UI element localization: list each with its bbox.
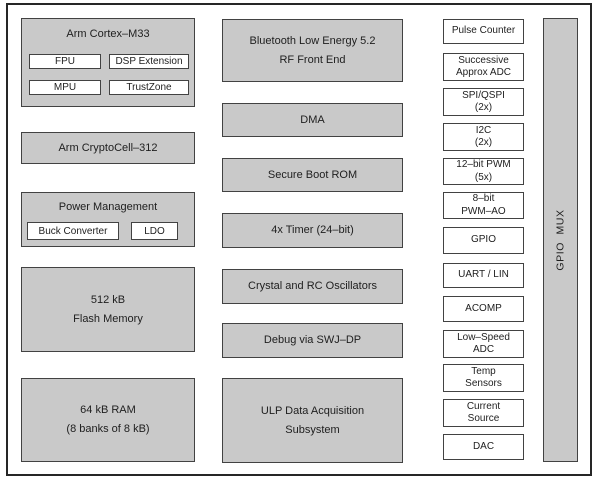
block-dac: DAC — [443, 434, 524, 460]
sub-block-label: LDO — [144, 225, 165, 237]
block-label: GPIO MUX — [554, 209, 567, 271]
block-label-line: Current — [466, 400, 501, 412]
sub-block-mpu: MPU — [29, 80, 101, 95]
block-label: 4x Timer (24–bit) — [271, 224, 354, 236]
block-label: DMA — [300, 113, 325, 126]
block-debug-swj-dp: Debug via SWJ–DP — [222, 323, 403, 358]
block-label: GPIO — [470, 234, 496, 246]
block-label-line: I2C — [475, 124, 492, 136]
block-ulp-data-acquisition-subsystem: ULP Data Acquisition Subsystem — [222, 378, 403, 463]
sub-block-buck-converter: Buck Converter — [27, 222, 119, 240]
block-label: DAC — [472, 440, 495, 452]
block-label: Debug via SWJ–DP — [263, 334, 362, 346]
sub-block-label: DSP Extension — [115, 56, 183, 67]
block-arm-cortex-m33: Arm Cortex–M33 FPU DSP Extension MPU Tru… — [21, 18, 195, 107]
block-uart-lin: UART / LIN — [443, 263, 524, 288]
block-label-line: Temp — [471, 365, 496, 377]
block-label-line: ADC — [472, 344, 495, 355]
block-crystal-rc-oscillators: Crystal and RC Oscillators — [222, 269, 403, 304]
block-successive-approx-adc: Successive Approx ADC — [443, 53, 524, 81]
sub-block-trustzone: TrustZone — [109, 80, 189, 95]
block-gpio-mux: GPIO MUX — [543, 18, 578, 462]
block-label-line: 64 kB RAM — [80, 404, 136, 416]
block-label: Arm CryptoCell–312 — [58, 141, 158, 154]
block-label-line: (8 banks of 8 kB) — [66, 423, 150, 435]
block-pulse-counter: Pulse Counter — [443, 19, 524, 44]
block-label: Secure Boot ROM — [267, 168, 358, 181]
block-label: Pulse Counter — [451, 25, 516, 37]
block-label-line: 512 kB — [90, 293, 126, 306]
block-label-line: Bluetooth Low Energy 5.2 — [249, 34, 376, 47]
block-label-line: Flash Memory — [73, 312, 143, 325]
block-label-line: PWM–AO — [461, 205, 506, 217]
block-label-line: RF Front End — [279, 53, 346, 66]
block-temp-sensors: Temp Sensors — [443, 364, 524, 392]
block-label-line: (5x) — [474, 171, 493, 183]
sub-block-label: TrustZone — [126, 82, 172, 93]
sub-block-label: FPU — [55, 56, 75, 67]
block-label: UART / LIN — [458, 269, 509, 281]
block-arm-cryptocell-312: Arm CryptoCell–312 — [21, 132, 195, 164]
block-gpio: GPIO — [443, 227, 524, 254]
block-label-line: 12–bit PWM — [456, 159, 511, 170]
block-8bit-pwm-ao: 8–bit PWM–AO — [443, 192, 524, 219]
block-spi-qspi: SPI/QSPI (2x) — [443, 88, 524, 116]
sub-block-dsp-extension: DSP Extension — [109, 54, 189, 69]
sub-block-ldo: LDO — [131, 222, 178, 240]
block-label-line: SPI/QSPI — [462, 89, 505, 101]
block-label-line: Approx ADC — [455, 67, 512, 78]
block-label-line: 8–bit — [472, 193, 495, 204]
block-bluetooth-le-rf-front-end: Bluetooth Low Energy 5.2 RF Front End — [222, 19, 403, 82]
block-label-line: Sensors — [465, 378, 502, 389]
block-label-line: Subsystem — [285, 423, 340, 436]
block-secure-boot-rom: Secure Boot ROM — [222, 158, 403, 192]
block-label-line: (2x) — [474, 102, 493, 113]
sub-block-label: Buck Converter — [38, 225, 108, 237]
block-label-line: Low–Speed — [457, 331, 510, 343]
block-label-line: Source — [467, 413, 500, 424]
block-label-line: ULP Data Acquisition — [260, 404, 365, 417]
block-ram: 64 kB RAM (8 banks of 8 kB) — [21, 378, 195, 462]
block-i2c: I2C (2x) — [443, 123, 524, 151]
block-label: Crystal and RC Oscillators — [248, 280, 377, 292]
block-low-speed-adc: Low–Speed ADC — [443, 330, 524, 358]
block-12bit-pwm: 12–bit PWM (5x) — [443, 158, 524, 185]
sub-block-label: MPU — [53, 82, 77, 93]
sub-block-fpu: FPU — [29, 54, 101, 69]
block-title: Power Management — [58, 201, 158, 213]
block-label: ACOMP — [465, 302, 502, 314]
block-flash-memory: 512 kB Flash Memory — [21, 267, 195, 352]
block-title: Arm Cortex–M33 — [66, 28, 150, 40]
block-acomp: ACOMP — [443, 296, 524, 322]
block-current-source: Current Source — [443, 399, 524, 427]
block-label-line: Successive — [458, 54, 509, 66]
block-power-management: Power Management Buck Converter LDO — [21, 192, 195, 247]
block-4x-timer-24bit: 4x Timer (24–bit) — [222, 213, 403, 248]
block-label-line: (2x) — [474, 137, 493, 148]
block-dma: DMA — [222, 103, 403, 137]
